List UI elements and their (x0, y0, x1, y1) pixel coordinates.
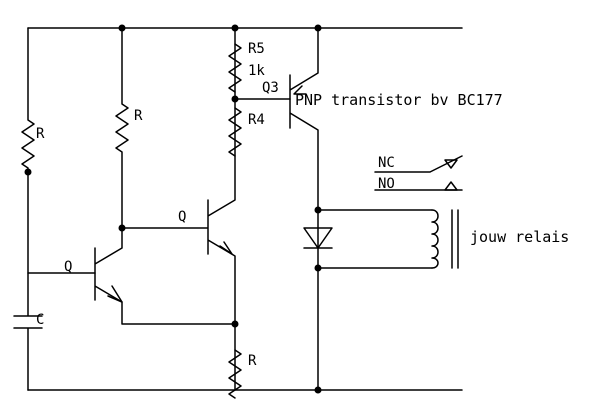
label-relay: jouw relais (470, 228, 569, 246)
label-q-left: Q (64, 259, 72, 275)
transistor-q-left (94, 227, 236, 325)
transistor-q-mid (121, 27, 236, 391)
label-q3-description: PNP transistor bv BC177 (295, 91, 503, 109)
resistor-r-bottom (228, 349, 242, 399)
label-c: C (36, 312, 44, 328)
label-nc: NC (378, 155, 395, 171)
label-q3: Q3 (262, 80, 279, 96)
relay-contacts (374, 155, 463, 191)
junction-dot (314, 24, 322, 32)
label-r5: R5 (248, 41, 265, 57)
label-r-mid: R (134, 108, 143, 124)
junction-dot (231, 24, 239, 32)
label-r-left: R (36, 126, 45, 142)
label-r4: R4 (248, 112, 265, 128)
junction-dot (314, 386, 322, 394)
junction-dot (314, 264, 322, 272)
left-wire (13, 27, 43, 391)
label-r-bottom: R (248, 353, 257, 369)
transistor-q3 (289, 27, 319, 391)
resistor-r4 (228, 107, 242, 157)
label-r5-value: 1k (248, 63, 265, 79)
junction-dot (314, 206, 322, 214)
timing-branch (13, 27, 96, 391)
resistor-r5 (228, 43, 242, 93)
label-no: NO (378, 176, 395, 192)
junction-dot (231, 320, 239, 328)
label-q-mid: Q (178, 209, 186, 225)
junction-dot (24, 168, 32, 176)
relay-and-diode (303, 209, 459, 269)
resistor-r-mid (115, 27, 129, 229)
junction-dot (118, 24, 126, 32)
supply-rails (27, 27, 463, 391)
